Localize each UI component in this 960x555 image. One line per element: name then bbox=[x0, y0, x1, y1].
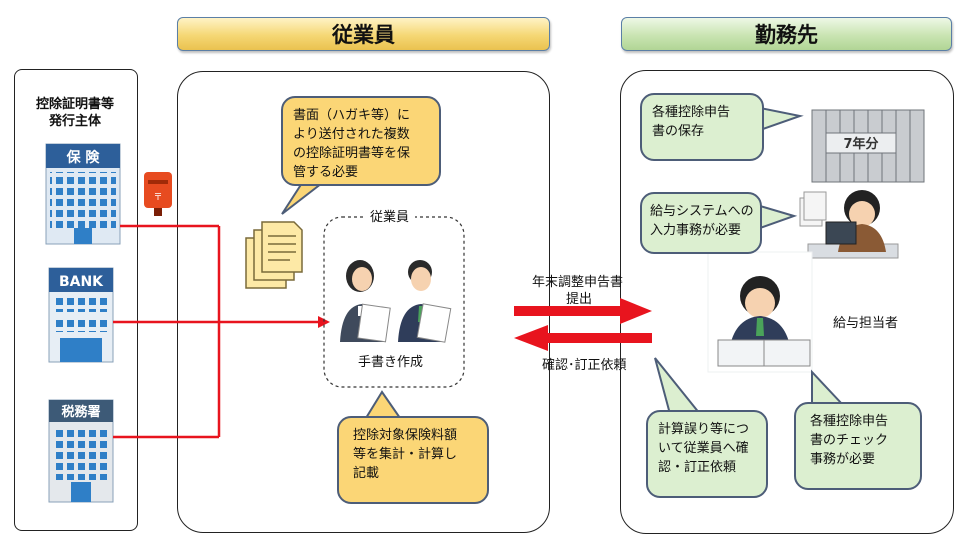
storage-bubble-line2: 書の保存 bbox=[652, 124, 705, 139]
calc-bubble: 控除対象保険料額 等を集計・計算し 記載 bbox=[337, 416, 489, 504]
employee-woman-icon bbox=[340, 260, 391, 343]
svg-text:〒: 〒 bbox=[153, 193, 162, 203]
issuer-title-line1: 控除証明書等 bbox=[35, 97, 114, 112]
employee-header: 従業員 bbox=[177, 17, 550, 51]
calc-bubble-tail bbox=[364, 390, 402, 419]
issuer-title: 控除証明書等 発行主体 bbox=[14, 96, 136, 130]
issuer-title-line2: 発行主体 bbox=[48, 114, 101, 129]
insurance-building-icon: 保 険 bbox=[45, 143, 121, 245]
mail-bubble-line4: 管する必要 bbox=[293, 165, 359, 180]
issuer-arrow-head bbox=[318, 316, 330, 328]
system-bubble-tail bbox=[759, 204, 798, 230]
employee-header-text: 従業員 bbox=[332, 23, 395, 47]
mail-bubble-line2: より送付された複数 bbox=[293, 127, 410, 142]
binder-label: 7年分 bbox=[843, 136, 878, 152]
tax-office-building-icon: 税務署 bbox=[48, 399, 114, 503]
storage-bubble-tail bbox=[759, 106, 804, 132]
error-bubble-line1: 計算誤り等につ bbox=[658, 422, 750, 437]
tax-office-sign: 税務署 bbox=[61, 404, 100, 420]
issuer-connector-lines bbox=[113, 224, 318, 439]
submit-label-line2: 提出 bbox=[566, 292, 593, 307]
return-label: 確認･訂正依頼 bbox=[542, 358, 627, 373]
submit-label-line1: 年末調整申告書 bbox=[532, 275, 624, 290]
error-request-bubble: 計算誤り等につ いて従業員へ確 認・訂正依頼 bbox=[646, 410, 768, 498]
check-bubble-tail bbox=[811, 369, 845, 405]
employee-man-icon bbox=[398, 260, 452, 343]
storage-bubble-line1: 各種控除申告 bbox=[652, 105, 731, 120]
error-bubble-line2: いて従業員へ確 bbox=[658, 441, 749, 456]
check-bubble-line1: 各種控除申告 bbox=[810, 414, 889, 429]
calc-bubble-line3: 記載 bbox=[353, 466, 380, 481]
payroll-worker-icon bbox=[707, 251, 813, 373]
system-input-bubble: 給与システムへの 入力事務が必要 bbox=[640, 192, 762, 254]
insurance-sign: 保 険 bbox=[66, 149, 101, 166]
return-arrow bbox=[514, 325, 652, 351]
calc-bubble-line1: 控除対象保険料額 bbox=[353, 428, 458, 443]
mail-storage-bubble: 書面（ハガキ等）に より送付された複数 の控除証明書等を保 管する必要 bbox=[281, 96, 441, 186]
mail-bubble-line1: 書面（ハガキ等）に bbox=[293, 108, 411, 123]
bank-building-icon: BANK bbox=[48, 267, 114, 363]
document-stack-icon bbox=[245, 221, 303, 289]
check-bubble: 各種控除申告 書のチェック 事務が必要 bbox=[794, 402, 922, 490]
employee-group-box bbox=[323, 216, 465, 388]
system-bubble-line2: 入力事務が必要 bbox=[650, 223, 742, 238]
check-bubble-line2: 書のチェック bbox=[810, 433, 889, 448]
error-bubble-line3: 認・訂正依頼 bbox=[658, 460, 737, 475]
storage-bubble: 各種控除申告 書の保存 bbox=[640, 93, 764, 161]
mailbox-icon: 〒 bbox=[144, 172, 172, 216]
handwrite-label: 手書き作成 bbox=[358, 355, 424, 370]
calc-bubble-line2: 等を集計・計算し bbox=[353, 447, 458, 462]
payroll-label: 給与担当者 bbox=[833, 316, 899, 331]
worker-at-computer-icon bbox=[799, 190, 899, 259]
system-bubble-line1: 給与システムへの bbox=[650, 204, 754, 219]
error-bubble-tail bbox=[654, 357, 703, 415]
submit-arrow bbox=[514, 298, 652, 324]
workplace-header-text: 勤務先 bbox=[755, 23, 818, 47]
workplace-header: 勤務先 bbox=[621, 17, 952, 51]
employee-group-label: 従業員 bbox=[364, 206, 416, 225]
mail-bubble-line3: の控除証明書等を保 bbox=[293, 146, 411, 161]
bank-sign: BANK bbox=[59, 274, 104, 290]
check-bubble-line3: 事務が必要 bbox=[810, 452, 876, 467]
binder-shelf-icon: 7年分 bbox=[811, 109, 925, 183]
